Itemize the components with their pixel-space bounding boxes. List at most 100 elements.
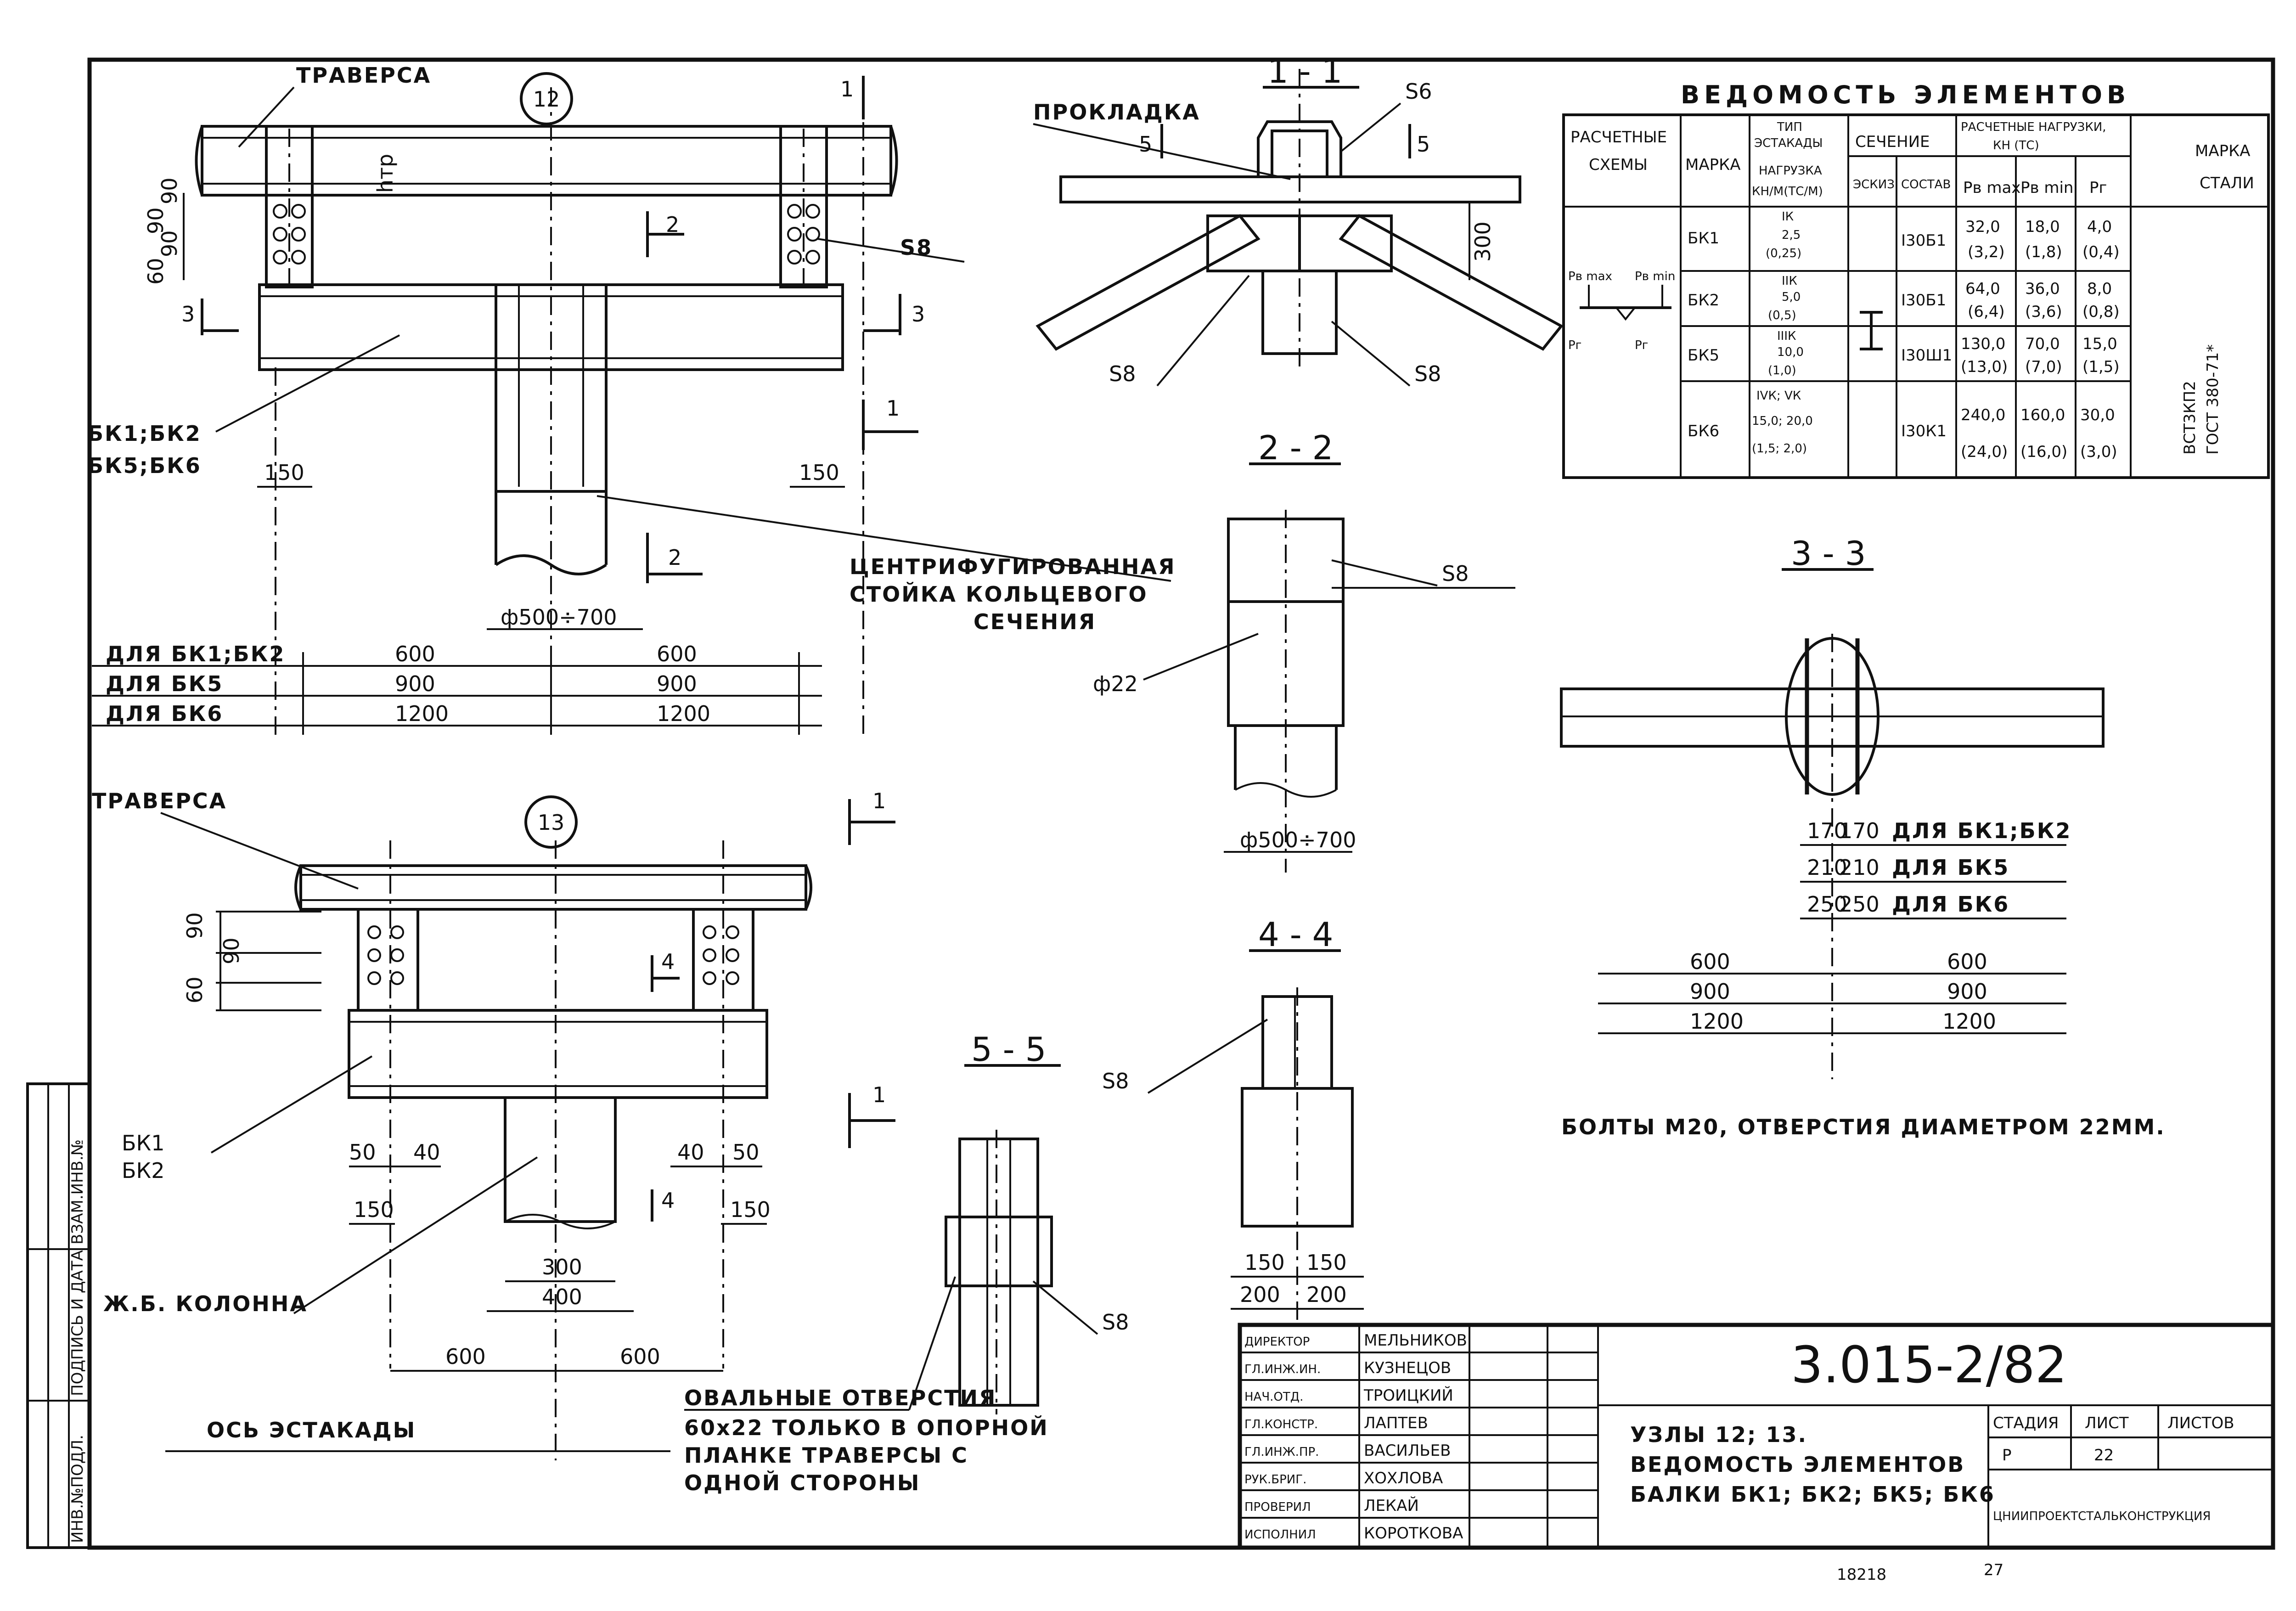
schedule-row-1-pmin-1: 18,0 bbox=[2025, 218, 2060, 236]
node-12-dim-row-1-b: 600 bbox=[657, 642, 697, 666]
titleblock-sheets-header: ЛИСТОВ bbox=[2167, 1414, 2234, 1432]
node-13-col-dim-1: 300 bbox=[542, 1255, 582, 1279]
section-4-4-dim-1-a: 150 bbox=[1244, 1250, 1285, 1275]
schedule-row-3-marka: БК5 bbox=[1688, 346, 1719, 365]
section-1-1-mark-5-right: 5 bbox=[1417, 132, 1430, 157]
node-13-edge-dim-left: 150 bbox=[354, 1197, 394, 1222]
schedule-h-steel-1: МАРКА bbox=[2195, 142, 2251, 160]
node-13-drawing: 13 ТРАВЕРСА БК1 БК2 Ж.Б. КОЛОННА ОСЬ ЭСТ… bbox=[92, 789, 895, 1460]
section-3-3-span-3-b: 1200 bbox=[1942, 1009, 1996, 1034]
schedule-h-type-4: КН/М(ТС/М) bbox=[1752, 185, 1823, 198]
schedule-h-sostav: СОСТАВ bbox=[1901, 178, 1951, 192]
section-1-1-title: 1 - 1 bbox=[1267, 52, 1342, 90]
node-12-dim-row-3-b: 1200 bbox=[657, 701, 710, 726]
titleblock-role-8: ИСПОЛНИЛ bbox=[1244, 1528, 1316, 1542]
node-12-vdim-1: 90 bbox=[157, 177, 182, 204]
node-13-beam-label-2: БК2 bbox=[122, 1158, 164, 1183]
schedule-row-4-pmin-1: 160,0 bbox=[2020, 406, 2065, 424]
node-13-small-dim-3: 40 bbox=[677, 1140, 704, 1165]
schedule-row-4-type-1: IVК; VК bbox=[1756, 389, 1801, 403]
titleblock-role-5: ГЛ.ИНЖ.ПР. bbox=[1244, 1445, 1319, 1459]
bolts-note: БОЛТЫ М20, ОТВЕРСТИЯ ДИАМЕТРОМ 22ММ. bbox=[1561, 1115, 2166, 1139]
node-13-mark-1b: 1 bbox=[872, 1082, 886, 1107]
titleblock-name-7: ЛЕКАЙ bbox=[1364, 1496, 1419, 1515]
title-block: ДИРЕКТОР МЕЛЬНИКОВ ГЛ.ИНЖ.ИН. КУЗНЕЦОВ Н… bbox=[1238, 1323, 2275, 1550]
node-12-column-label-1: ЦЕНТРИФУГИРОВАННАЯ bbox=[850, 554, 1176, 579]
node-12-dim-row-1-a: 600 bbox=[395, 642, 435, 666]
node-12-column-label-3: СЕЧЕНИЯ bbox=[974, 609, 1096, 634]
node-13-number: 13 bbox=[538, 810, 565, 835]
titleblock-name-2: КУЗНЕЦОВ bbox=[1364, 1359, 1451, 1377]
schedule-row-1-type-3: (0,25) bbox=[1766, 247, 1801, 260]
schedule-row-3-type-2: 10,0 bbox=[1777, 345, 1804, 359]
schedule-row-1-type-2: 2,5 bbox=[1782, 228, 1801, 242]
node-12-edge-dim-right: 150 bbox=[799, 460, 839, 485]
node-12-mark-2b: 2 bbox=[668, 545, 681, 570]
node-12-vdim-4: 60 bbox=[143, 258, 168, 285]
schedule-row-2-marka: БК2 bbox=[1688, 291, 1719, 310]
section-3-3-row-2-a: 210 bbox=[1807, 855, 1847, 880]
schedule-h-pmax: Pв max bbox=[1963, 179, 2020, 197]
titleblock-name-4: ЛАПТЕВ bbox=[1364, 1414, 1428, 1432]
schedule-row-1-pg-1: 4,0 bbox=[2087, 218, 2112, 236]
section-3-3-span-1-a: 600 bbox=[1690, 949, 1730, 974]
schedule-steel-2: ГОСТ 380-71* bbox=[2204, 344, 2222, 455]
node-12-number: 12 bbox=[533, 87, 560, 112]
side-stamp-sign: ПОДПИСЬ И ДАТА bbox=[68, 1250, 87, 1396]
node-13-column-label: Ж.Б. КОЛОННА bbox=[103, 1291, 308, 1316]
section-1-1-mark-5-left: 5 bbox=[1139, 132, 1152, 157]
section-5-5: 5 - 5 S8 ОВАЛЬНЫЕ ОТВЕРСТИЯ 60х22 ТОЛЬКО… bbox=[684, 1030, 1129, 1495]
node-12-dim-row-2-b: 900 bbox=[657, 671, 697, 696]
node-12-htr: hтр bbox=[373, 154, 398, 193]
schedule-scheme-pmax: Pв max bbox=[1568, 270, 1612, 283]
schedule-row-2-pmax-1: 64,0 bbox=[1965, 280, 2000, 298]
node-12-drawing: 12 ТРАВЕРСА БК1;БК2 БК5;БК6 ЦЕНТРИФУГИРО… bbox=[87, 63, 1176, 735]
side-stamp: ИНВ.№ПОДЛ. ПОДПИСЬ И ДАТА ВЗАМ.ИНВ.№ bbox=[68, 1139, 87, 1543]
section-3-3-span-3-a: 1200 bbox=[1690, 1009, 1744, 1034]
schedule-h-pmin: Pв min bbox=[2020, 179, 2073, 197]
schedule-row-3-pmin-1: 70,0 bbox=[2025, 335, 2060, 353]
schedule-row-4-pmax-1: 240,0 bbox=[1961, 406, 2005, 424]
section-4-4: 4 - 4 S8 150 150 200 200 bbox=[1102, 915, 1364, 1323]
section-3-3: 3 - 3 170 170 ДЛЯ БК1;БК2 210 210 ДЛЯ БК… bbox=[1560, 534, 2105, 1079]
node-13-mark-4a: 4 bbox=[661, 949, 675, 974]
schedule-h-loads-1: РАСЧЕТНЫЕ НАГРУЗКИ, bbox=[1961, 120, 2106, 134]
node-12-edge-dim-left: 150 bbox=[264, 460, 304, 485]
section-5-5-s8: S8 bbox=[1102, 1310, 1129, 1335]
schedule-row-2-pg-2: (0,8) bbox=[2082, 303, 2120, 321]
schedule-row-4-pmin-2: (16,0) bbox=[2020, 443, 2067, 461]
schedule-row-1-marka: БК1 bbox=[1688, 229, 1719, 248]
schedule-row-2-pmin-2: (3,6) bbox=[2025, 303, 2062, 321]
schedule-row-3-pmax-1: 130,0 bbox=[1961, 335, 2005, 353]
schedule-h-schemes-1: РАСЧЕТНЫЕ bbox=[1570, 128, 1667, 146]
schedule-row-2-type-2: 5,0 bbox=[1782, 290, 1801, 304]
schedule-h-type-3: НАГРУЗКА bbox=[1759, 164, 1822, 178]
footer-inventory-number: 18218 bbox=[1837, 1566, 1886, 1584]
node-13-vdim-2: 90 bbox=[219, 937, 244, 964]
section-3-3-row-1-label: ДЛЯ БК1;БК2 bbox=[1892, 818, 2071, 843]
node-13-axis-label: ОСЬ ЭСТАКАДЫ bbox=[207, 1418, 416, 1442]
section-2-2-title: 2 - 2 bbox=[1258, 428, 1333, 467]
node-13-bottom-dim-1: 600 bbox=[445, 1344, 486, 1369]
footer-page-number: 27 bbox=[1984, 1561, 2003, 1579]
titleblock-title-1: УЗЛЫ 12; 13. bbox=[1630, 1422, 1807, 1447]
titleblock-role-6: РУК.БРИГ. bbox=[1244, 1473, 1306, 1487]
schedule-row-2-pmax-2: (6,4) bbox=[1968, 303, 2005, 321]
schedule-row-2-type-1: IIК bbox=[1782, 274, 1797, 288]
node-12-vdim-3: 90 bbox=[157, 230, 182, 257]
node-12-dim-row-3-a: 1200 bbox=[395, 701, 449, 726]
schedule-row-3-pg-1: 15,0 bbox=[2082, 335, 2117, 353]
node-13-traversa-label: ТРАВЕРСА bbox=[92, 789, 227, 813]
section-3-3-row-3-label: ДЛЯ БК6 bbox=[1892, 892, 2009, 917]
section-4-4-dim-2-b: 200 bbox=[1306, 1282, 1347, 1307]
node-12-mark-3b: 3 bbox=[912, 302, 925, 327]
section-3-3-row-3-a: 250 bbox=[1807, 892, 1847, 917]
schedule-scheme-pg-left: Pг bbox=[1568, 338, 1581, 352]
schedule-row-1-pmin-2: (1,8) bbox=[2025, 243, 2062, 261]
node-13-bottom-dim-2: 600 bbox=[620, 1344, 660, 1369]
titleblock-stage-header: СТАДИЯ bbox=[1993, 1414, 2059, 1432]
schedule-h-loads-2: КН (ТС) bbox=[1993, 139, 2039, 152]
node-13-vdim-3: 60 bbox=[182, 976, 207, 1003]
node-12-dim-row-2-label: ДЛЯ БК5 bbox=[106, 671, 223, 696]
